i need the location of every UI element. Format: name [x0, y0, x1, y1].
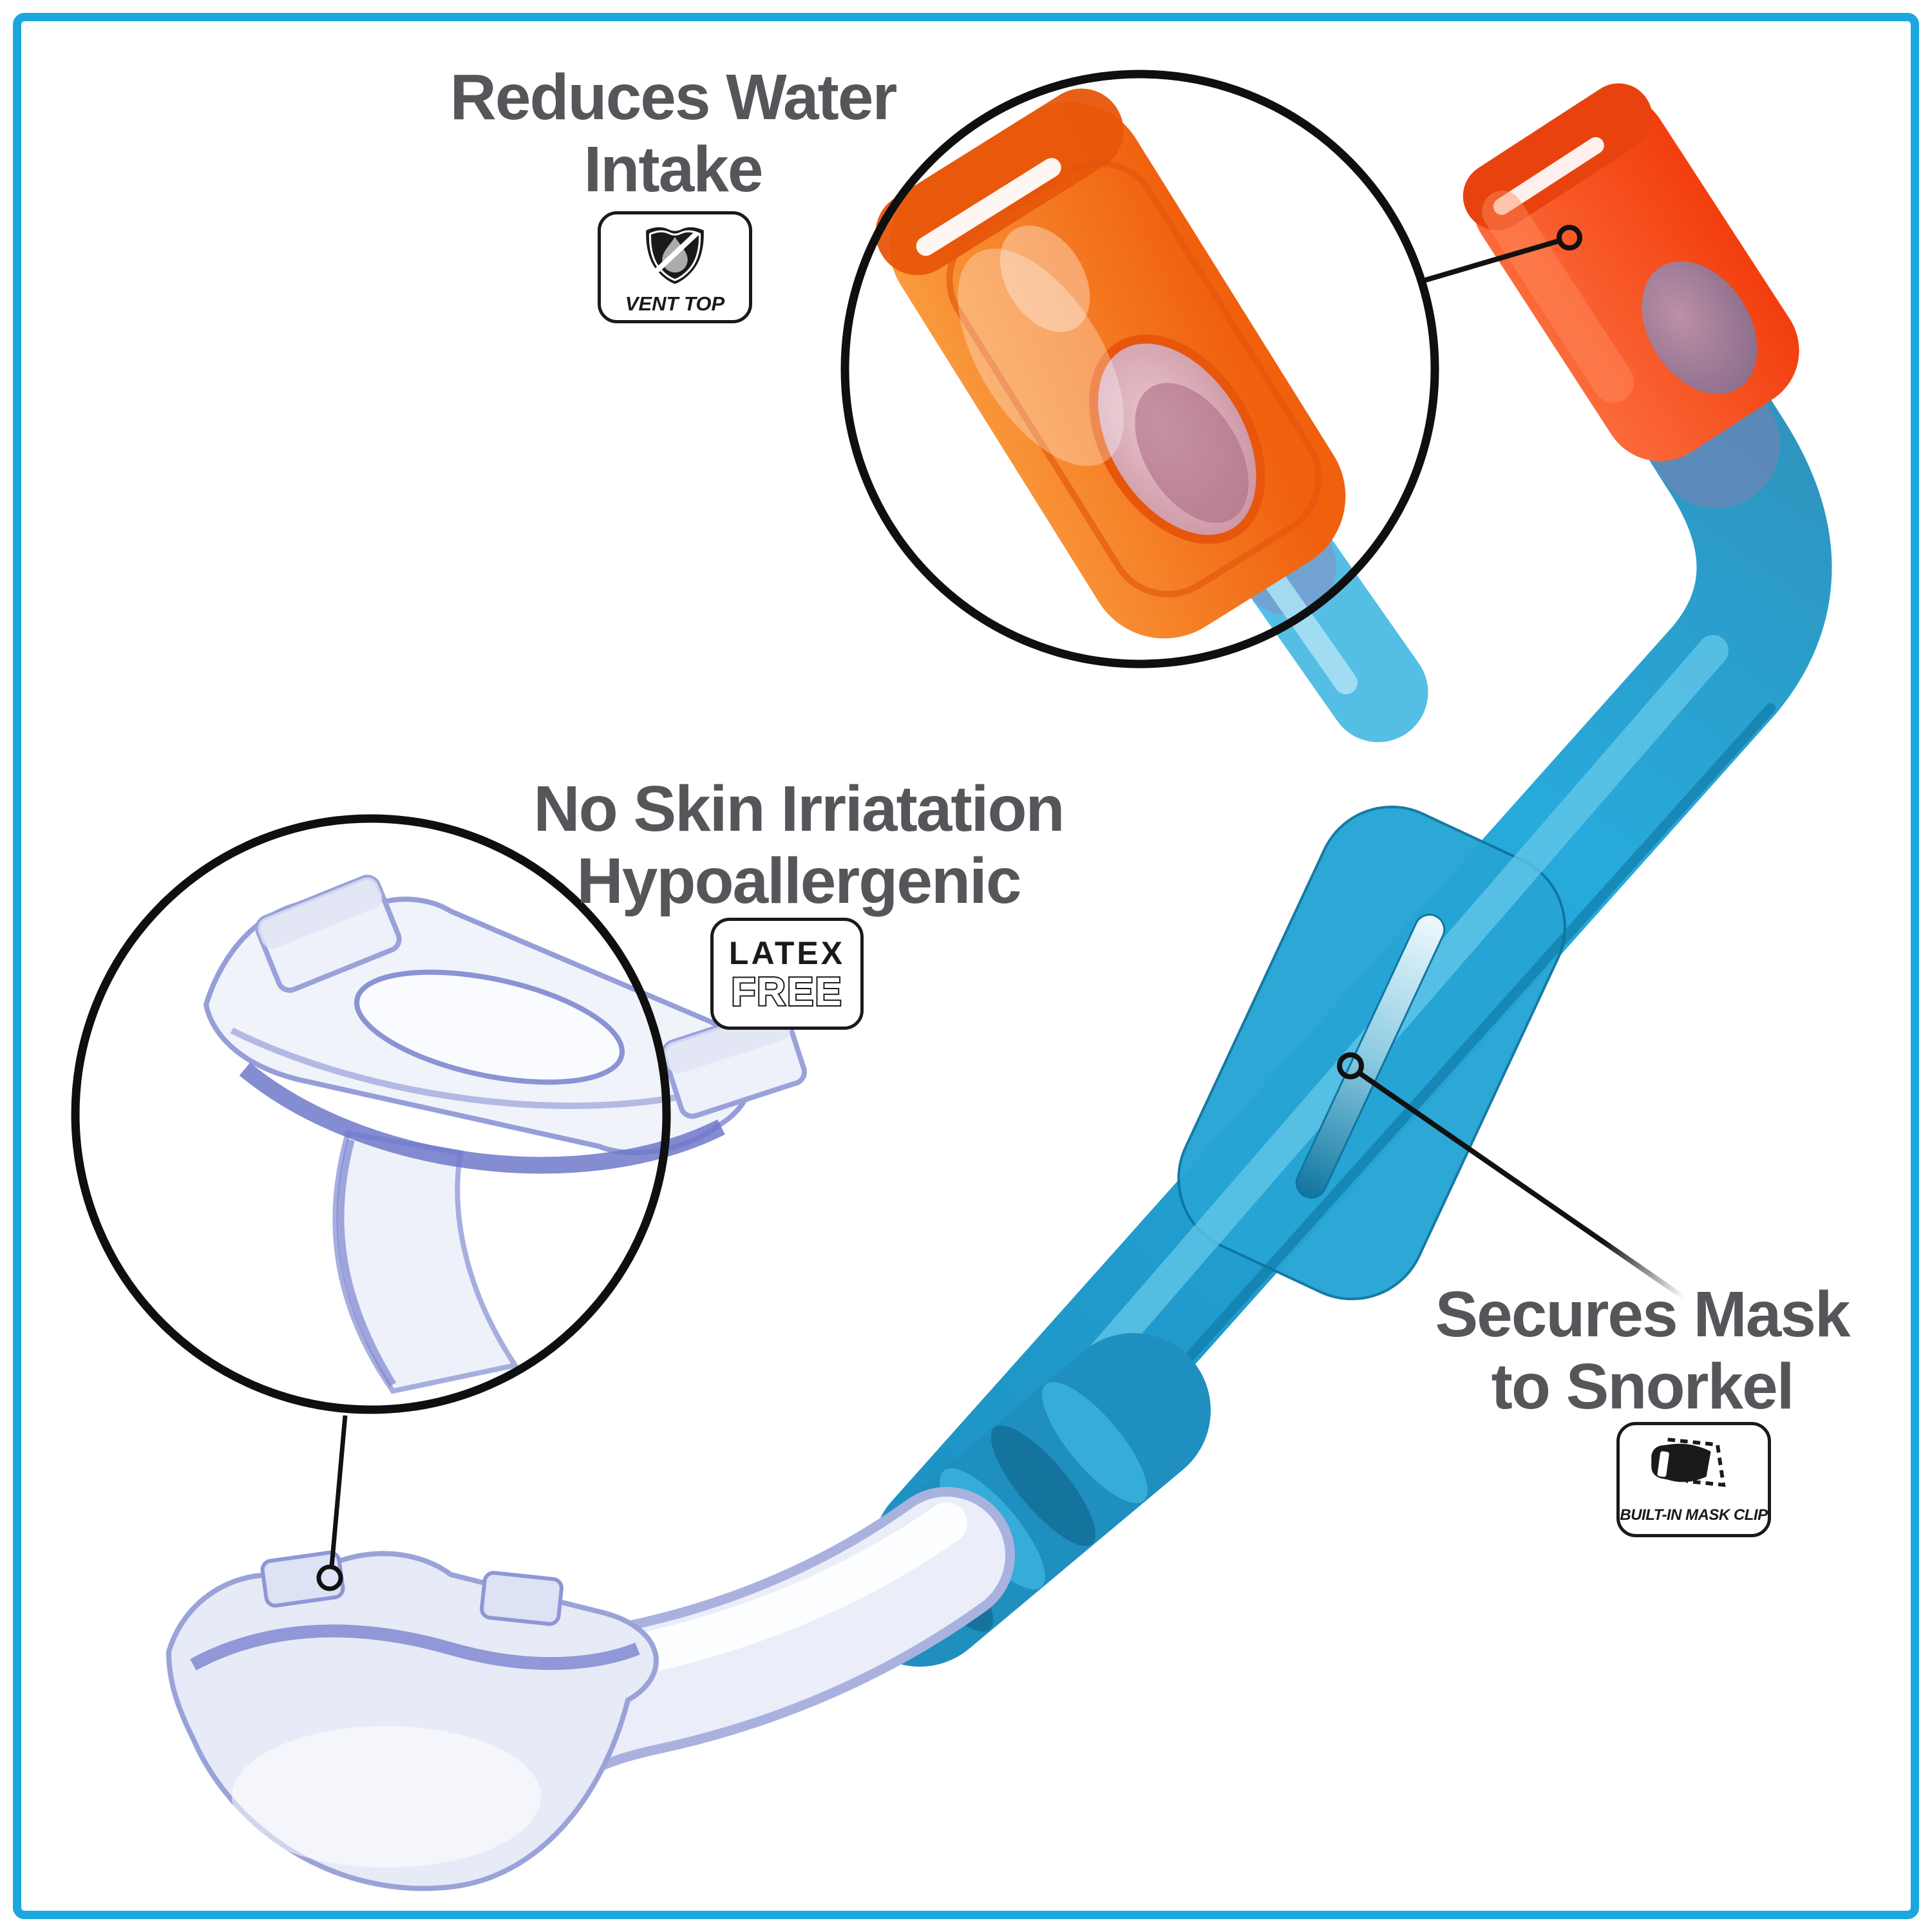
- leader-line-mouthpiece: [329, 1415, 348, 1567]
- no-water-shield-icon: [634, 220, 715, 290]
- vent-top-badge: VENT TOP: [598, 211, 752, 323]
- clip-title-line1: Secures Mask: [1435, 1278, 1850, 1350]
- clip-callout-title: Secures Mask to Snorkel: [1224, 1278, 1932, 1423]
- mask-clip-slot: [1295, 913, 1446, 1199]
- marker-ring-mouthpiece: [316, 1564, 343, 1591]
- mask-clip-icon: [1645, 1434, 1742, 1504]
- latex-free-wordmark: LATEX FREE: [729, 935, 845, 1016]
- skin-callout-title: No Skin Irriatation Hypoallergenic: [380, 773, 1217, 917]
- vent-top-badge-label: VENT TOP: [625, 292, 725, 315]
- mouthpiece: [166, 1550, 659, 1891]
- vent-title-line1: Reduces Water: [450, 61, 898, 133]
- leader-lines: [316, 225, 1686, 1591]
- leader-line-vent: [1413, 238, 1560, 286]
- vent-callout-title: Reduces Water Intake: [254, 61, 1092, 205]
- mask-clip-badge: BUILT-IN MASK CLIP: [1616, 1422, 1771, 1537]
- mask-clip-badge-label: BUILT-IN MASK CLIP: [1620, 1506, 1768, 1524]
- zoom-circle-mouthpiece: [71, 814, 671, 1414]
- latex-word: LATEX: [729, 935, 845, 971]
- snorkel-top-cap: [1463, 83, 1799, 462]
- clip-title-line2: to Snorkel: [1491, 1350, 1795, 1423]
- marker-ring-clip: [1337, 1052, 1364, 1079]
- cap-vent-hole: [1642, 261, 1757, 394]
- latex-free-badge: LATEX FREE: [710, 918, 864, 1030]
- free-word-outline: FREE: [731, 970, 842, 1014]
- snorkel-product: [166, 83, 1832, 1891]
- zoom-circle-vent: [840, 70, 1439, 668]
- skin-title-line1: No Skin Irriatation: [533, 773, 1065, 845]
- leader-line-clip: [1358, 1071, 1686, 1300]
- vent-title-line2: Intake: [583, 133, 763, 205]
- skin-title-line2: Hypoallergenic: [576, 845, 1022, 917]
- marker-ring-vent: [1557, 225, 1582, 251]
